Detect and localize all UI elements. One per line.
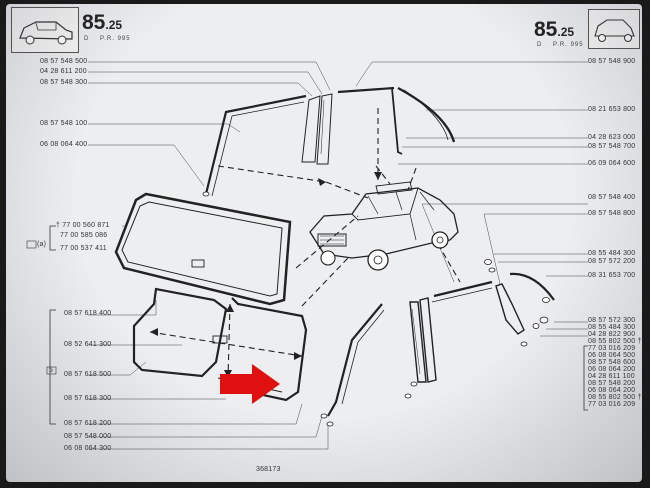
part-number: 08 55 802 500 † [588, 338, 642, 345]
part-number: † 77 00 560 871 [56, 222, 110, 229]
part-number: 08 52 641 300 [64, 341, 112, 348]
part-number: 08 57 548 000 [64, 433, 112, 440]
part-number: 04 28 623 000 [588, 134, 636, 141]
car-thumbnail-right [588, 9, 640, 49]
part-number: 08 57 548 600 [588, 359, 636, 366]
part-number: 77 03 016 209 [588, 345, 636, 352]
part-number: 06 09 064 600 [588, 160, 636, 167]
part-number: 08 57 618 400 [64, 310, 112, 317]
part-number: 06 08 064 300 [64, 445, 112, 452]
ref-box-a [26, 240, 37, 249]
part-number: 77 03 016 209 [588, 401, 636, 408]
parts-catalog-sheet: 85.25 D P.R. 995 85.25 D P.R. 995 [6, 4, 642, 482]
part-number: 08 57 548 200 [588, 380, 636, 387]
part-number: 06 08 064 200 [588, 387, 636, 394]
part-number: 08 57 618 300 [64, 395, 112, 402]
part-number: 77 00 585 086 [60, 232, 108, 239]
car-side-icon [19, 21, 73, 45]
car-front-icon [594, 19, 635, 42]
part-number: 06 08 064 400 [40, 141, 88, 148]
part-number: 08 31 653 700 [588, 272, 636, 279]
part-number: 08 55 484 300 [588, 324, 636, 331]
part-number: 08 57 618 200 [64, 420, 112, 427]
part-number: 06 08 064 200 [588, 366, 636, 373]
part-number: 08 55 802 500 † [588, 394, 642, 401]
part-number: 08 57 548 300 [40, 79, 88, 86]
page-code-right: D P.R. 995 [537, 42, 584, 48]
page-number-left: 85.25 [82, 11, 123, 34]
part-number: 08 57 548 700 [588, 143, 636, 150]
part-number: 04 28 611 200 [40, 68, 87, 75]
part-number: 08 57 548 100 [40, 120, 88, 127]
footer-reference: 368173 [256, 466, 281, 473]
page-code-left: D P.R. 995 [84, 36, 131, 42]
part-number: 04 28 611 100 [588, 373, 635, 380]
part-number: 08 57 548 800 [588, 210, 636, 217]
red-arrow-icon [220, 364, 280, 404]
part-number: 08 21 653 800 [588, 106, 636, 113]
ref-mark-a: (a) [37, 241, 47, 248]
part-number: 08 57 618 500 [64, 371, 112, 378]
part-number: 77 00 537 411 [60, 245, 107, 252]
part-number: 08 57 572 300 [588, 317, 636, 324]
part-number: 08 57 548 500 [40, 58, 88, 65]
part-number: 04 28 822 900 [588, 331, 636, 338]
car-thumbnail-left [11, 7, 79, 53]
page-number-right: 85.25 [534, 18, 575, 41]
part-number: 06 08 064 500 [588, 352, 636, 359]
ref-mark-box: 5 [49, 367, 54, 374]
part-number: 08 57 572 200 [588, 258, 636, 265]
exploded-diagram [26, 61, 588, 450]
part-number: 08 55 484 300 [588, 250, 636, 257]
part-number: 08 57 548 900 [588, 58, 636, 65]
ref-box-5 [46, 366, 57, 375]
part-number: 08 57 548 400 [588, 194, 636, 201]
